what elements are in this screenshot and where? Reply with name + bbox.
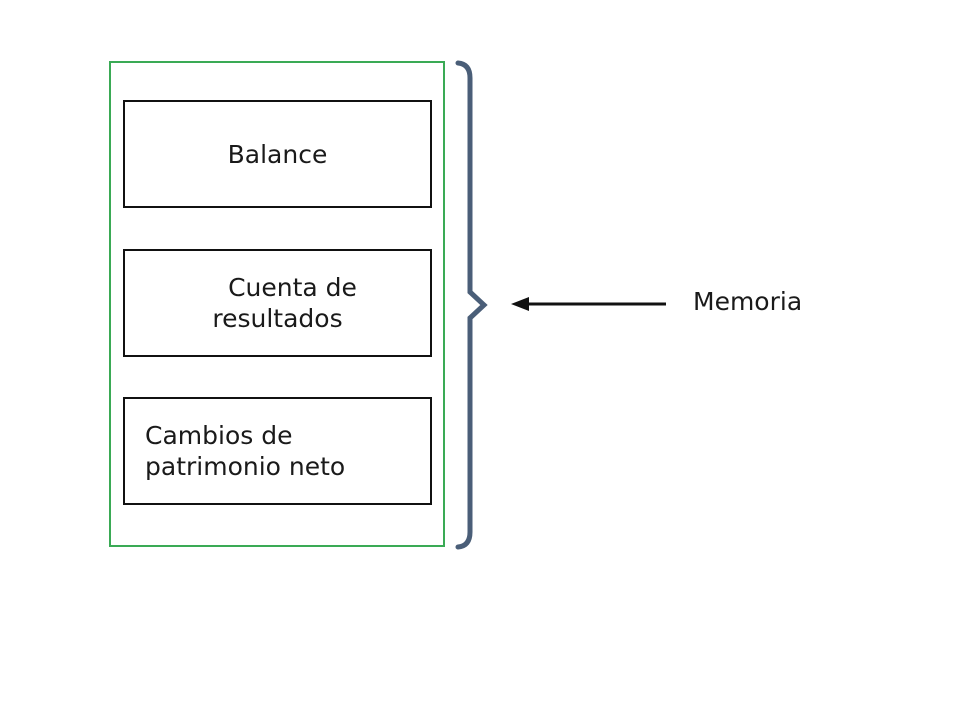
- statement-label: patrimonio neto: [145, 452, 346, 481]
- statement-label: Cambios de: [145, 421, 293, 450]
- statement-label: Cuenta de: [228, 273, 357, 302]
- financial-statements-group: [109, 61, 445, 547]
- curly-brace: [455, 60, 488, 550]
- arrow-head: [511, 297, 529, 311]
- statement-label: resultados: [212, 304, 343, 333]
- memoria-label: Memoria: [693, 287, 803, 316]
- statement-box-cambios-de-patrimonio-neto: Cambios de patrimonio neto: [123, 397, 432, 505]
- statement-box-cuenta-de-resultados: Cuenta de resultados: [123, 249, 432, 357]
- statement-box-balance: Balance: [123, 100, 432, 208]
- statement-label: Balance: [227, 139, 328, 169]
